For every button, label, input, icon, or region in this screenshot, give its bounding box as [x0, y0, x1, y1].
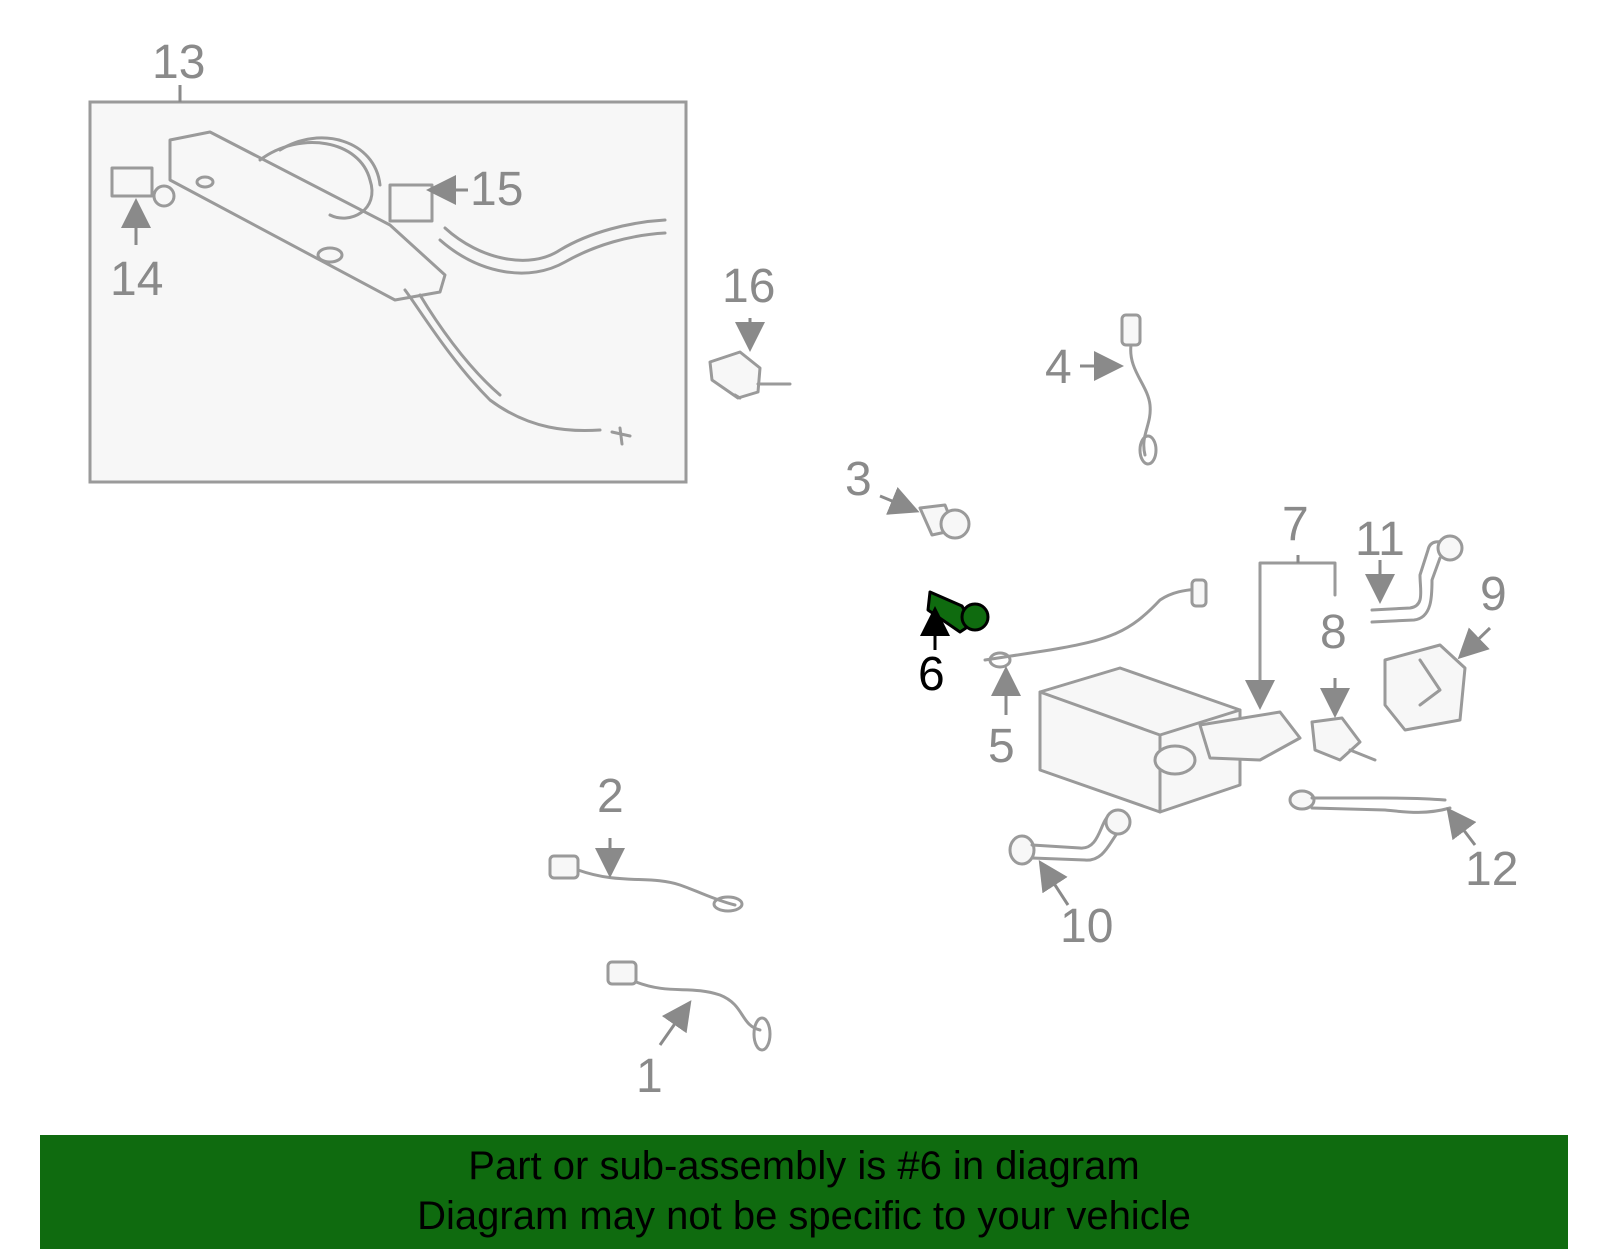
callout-15: 15 — [470, 163, 523, 216]
part-4[interactable] — [1080, 313, 1158, 466]
callout-10: 10 — [1060, 900, 1113, 953]
callout-1: 1 — [636, 1050, 663, 1103]
banner-line-2: Diagram may not be specific to your vehi… — [417, 1194, 1191, 1238]
part-6-highlighted[interactable] — [920, 590, 990, 650]
part-11[interactable] — [1365, 534, 1464, 624]
callout-2: 2 — [597, 770, 624, 823]
part-8[interactable] — [1310, 678, 1377, 762]
info-banner: Part or sub-assembly is #6 in diagram Di… — [40, 1135, 1568, 1249]
callout-5: 5 — [988, 720, 1015, 773]
callout-14: 14 — [110, 253, 163, 306]
callout-8: 8 — [1320, 606, 1347, 659]
callout-16: 16 — [722, 260, 775, 313]
callout-6: 6 — [918, 648, 945, 701]
callout-11: 11 — [1355, 513, 1405, 566]
part-2[interactable] — [548, 838, 744, 913]
callout-9: 9 — [1480, 568, 1507, 621]
part-3[interactable] — [879, 486, 971, 540]
callout-4: 4 — [1045, 341, 1072, 394]
callout-3: 3 — [845, 453, 872, 506]
callout-7: 7 — [1282, 498, 1309, 551]
part-1[interactable] — [606, 960, 772, 1052]
banner-line-1: Part or sub-assembly is #6 in diagram — [468, 1144, 1140, 1188]
part-7-canister[interactable] — [1038, 555, 1337, 814]
part-12[interactable] — [1288, 789, 1477, 846]
part-16[interactable] — [708, 318, 792, 400]
callout-13: 13 — [152, 36, 205, 89]
part-9[interactable] — [1383, 626, 1492, 732]
part-10[interactable] — [1008, 808, 1132, 906]
callout-12: 12 — [1465, 843, 1518, 896]
sub-assembly-box-13 — [88, 85, 688, 484]
part-5[interactable] — [983, 578, 1208, 715]
